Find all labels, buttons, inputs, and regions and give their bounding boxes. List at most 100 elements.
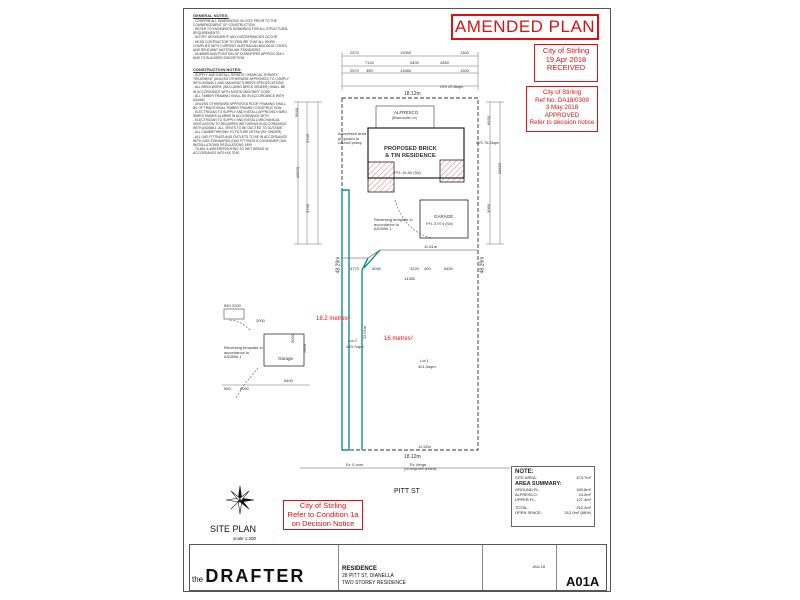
- dim-top3: 1300: [460, 68, 469, 73]
- subdivision-line: [342, 249, 478, 259]
- width-bottom: 18.12m: [404, 454, 421, 460]
- summary-total-row: TOTAL: 312.2m²: [515, 505, 591, 510]
- detail-dim: 2000: [232, 303, 241, 308]
- left-dim: 4700: [304, 134, 310, 143]
- title-block: [189, 544, 607, 591]
- received-stamp-line: 19 Apr 2018: [545, 54, 587, 64]
- site-area-value: 473.7m²: [576, 475, 591, 480]
- alfresco-label: ALFRESCO: [394, 110, 419, 115]
- garage-label: GARAGE: [434, 214, 454, 219]
- garage-ffl: FFL 5.974 (Sd): [426, 221, 453, 226]
- x-over-label: Ex X-over: [346, 462, 364, 467]
- top-dimension-lines: [341, 52, 479, 90]
- residence-ffl: FFL 15.60 (Sd): [394, 170, 421, 175]
- reversing-note: Reversing template in accordance to AS28…: [374, 217, 413, 231]
- dim-mid-total: 14350: [404, 276, 416, 281]
- width-top: 18.12m: [404, 91, 421, 97]
- detail-dim: 550: [224, 303, 231, 308]
- logo-prefix: the: [192, 575, 204, 584]
- received-stamp-line: RECEIVED: [546, 63, 586, 73]
- summary-row: ALFRESCO: 24.0m²: [515, 492, 591, 497]
- approved-stamp-line: Refer to decision notice: [529, 119, 595, 127]
- dim-top2: 4400: [410, 60, 419, 65]
- residence-hatched-wing: [367, 161, 395, 193]
- dim-mid: 3770: [350, 266, 359, 271]
- residence-hatched-wing: [439, 159, 465, 183]
- summary-total-value: 312.2m²: [576, 505, 591, 510]
- access-right-area: 16 metres²: [384, 336, 413, 342]
- project-address: 28 PITT ST, DIANELLA: [342, 573, 394, 579]
- lot1-label: Lot 1: [420, 358, 429, 363]
- drawing-sheet: [183, 8, 611, 592]
- summary-row-label: GROUND FL:: [515, 487, 540, 492]
- received-stamp: City of Stirling 19 Apr 2018 RECEIVED: [534, 44, 598, 82]
- approved-stamp-line: 3 May 2018: [545, 104, 579, 112]
- dim-mid: 400: [424, 266, 431, 271]
- title-block-divider: [556, 545, 557, 590]
- detail-dim: 5400: [301, 344, 307, 353]
- residence-outline: [367, 127, 465, 179]
- lot1-access-splay: [363, 249, 381, 269]
- dim-top: 1300: [460, 50, 469, 55]
- area-summary-heading: AREA SUMMARY:: [515, 481, 562, 487]
- notes-panel: GENERAL NOTES: - CONFIRM ALL DIMENSIONS …: [193, 13, 289, 155]
- condition-stamp-line: City of Stirling: [299, 501, 347, 510]
- dim-top3: 13460: [400, 68, 412, 73]
- dim-top: 13050: [400, 50, 412, 55]
- reversing-swept-path: [394, 199, 433, 239]
- lot2-label: Lot 2: [348, 338, 357, 343]
- summary-open-space-row: OPEN SPACE: 312.0m² (66%): [515, 510, 591, 515]
- boundary-right-note: O/S 76.2sqm: [476, 140, 500, 145]
- summary-row-value: 160.8m²: [576, 487, 591, 492]
- summary-row-label: UPPER FL:: [515, 497, 536, 502]
- right-dimension-lines: [486, 101, 504, 245]
- lot2-area: 463.7sqm: [346, 344, 364, 349]
- site-area-row: SITE AREA: 473.7m²: [515, 475, 591, 480]
- garage-outline: [419, 199, 469, 239]
- right-dim: 10420: [497, 162, 503, 175]
- depth-right: 48.29m: [479, 256, 486, 274]
- project-date: JAN 18: [532, 564, 546, 569]
- verge-label: Ex Verge: [410, 462, 427, 467]
- left-dim: 3740: [304, 204, 310, 213]
- area-summary-box: NOTE: SITE AREA: 473.7m² AREA SUMMARY: G…: [511, 466, 595, 527]
- left-dimension-lines: [294, 101, 322, 245]
- condition-stamp: City of Stirling Refer to Condition 1a o…: [283, 500, 363, 530]
- dim-mid: 3220: [410, 266, 419, 271]
- general-notes-heading: GENERAL NOTES:: [193, 13, 229, 18]
- dim-mid: 6450: [444, 266, 453, 271]
- project-description: TWO STOREY RESIDENCE: [342, 580, 406, 586]
- right-dim: 3060: [485, 204, 491, 213]
- dim-top3: 350: [366, 68, 373, 73]
- site-plan-title: SITE PLAN: [210, 524, 257, 534]
- title-block-divider: [338, 545, 339, 590]
- access-left-area: 18.2 metres²: [316, 316, 350, 322]
- detail-dim: 6400: [284, 378, 293, 383]
- detail-garage-label: Garage: [278, 356, 294, 361]
- dim-mid: 5050: [372, 266, 381, 271]
- detail-dim: 5000: [289, 334, 295, 343]
- north-arrow: [225, 485, 255, 515]
- residence-label: PROPOSED BRICK & TIN RESIDENCE: [384, 146, 437, 159]
- summary-row-label: ALFRESCO:: [515, 492, 538, 497]
- verge-sublabel: (no verge tree present): [404, 467, 437, 471]
- dim-top3: 2570: [350, 68, 359, 73]
- construction-notes-heading: CONSTRUCTION NOTES:: [193, 67, 242, 73]
- summary-row-value: 127.4m²: [576, 497, 591, 502]
- project-info: RESIDENCE 28 PITT ST, DIANELLA TWO STORE…: [342, 566, 406, 587]
- boundary-top-note: O/S 29.8sqm: [440, 84, 464, 89]
- dim-top2: 4460: [440, 60, 449, 65]
- approved-stamp-line: City of Stirling: [542, 89, 582, 96]
- depth-mid: 22.51m: [362, 325, 368, 340]
- right-dim: 6930: [485, 116, 491, 125]
- summary-row-value: 24.0m²: [578, 492, 591, 497]
- amended-plan-stamp: AMENDED PLAN: [451, 14, 599, 40]
- lot2-access-leg: [341, 189, 350, 451]
- dim-top2: 7140: [365, 60, 374, 65]
- summary-total-label: TOTAL:: [515, 505, 529, 510]
- summary-open-value: 312.0m² (66%): [564, 510, 591, 515]
- detail-dim: 550: [224, 386, 231, 391]
- sheet-number: A01A: [566, 574, 600, 589]
- received-stamp-line: City of Stirling: [542, 46, 590, 55]
